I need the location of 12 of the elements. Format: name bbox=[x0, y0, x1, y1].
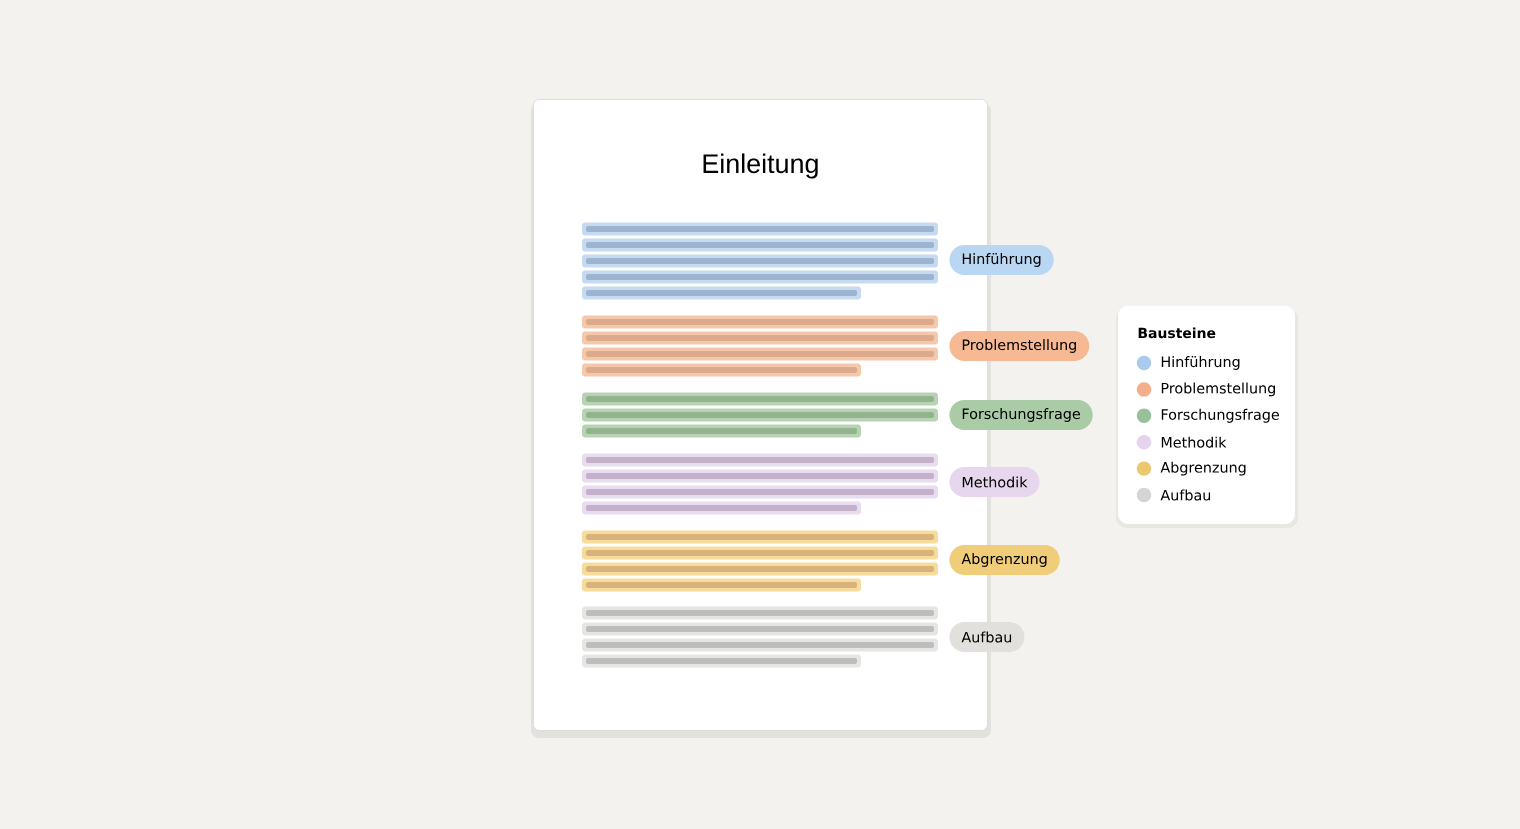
section-tag: Problemstellung bbox=[949, 331, 1090, 361]
section-tag: Hinführung bbox=[949, 245, 1054, 275]
section-tag: Forschungsfrage bbox=[949, 400, 1093, 430]
legend-entry: Forschungsfrage bbox=[1161, 408, 1279, 423]
legend-entry: Aufbau bbox=[1160, 489, 1211, 501]
legend-entry: Methodik bbox=[1161, 436, 1227, 448]
legend-entry: Hinführung bbox=[1161, 356, 1240, 370]
section-tag: Methodik bbox=[949, 467, 1040, 497]
section-tag: Abgrenzung bbox=[949, 545, 1060, 575]
legend-title: Bausteine bbox=[1138, 327, 1216, 339]
legend-entry: Abgrenzung bbox=[1160, 461, 1246, 476]
legend-entry: Problemstellung bbox=[1161, 382, 1275, 397]
